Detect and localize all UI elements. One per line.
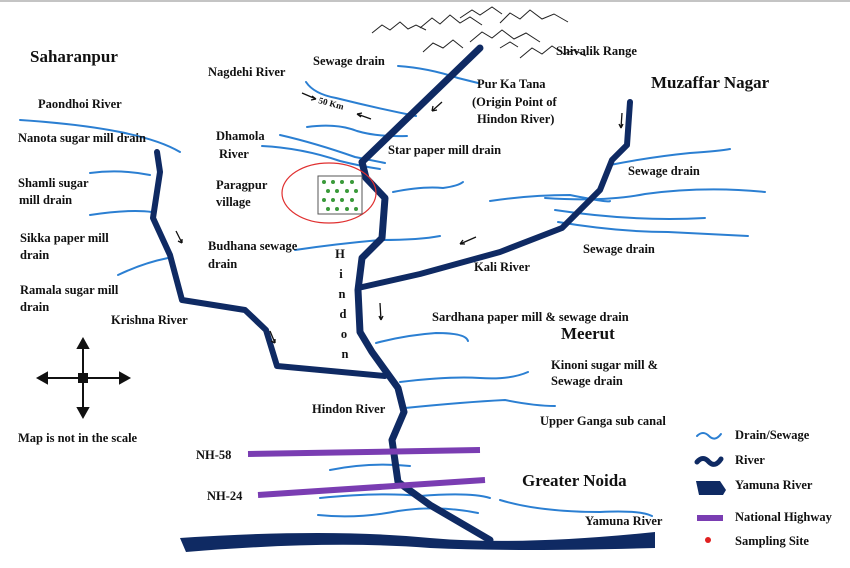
nh58-highway [247, 447, 481, 457]
label-shivalik: Shivalik Range [556, 44, 637, 58]
label-yamuna: Yamuna River [585, 514, 663, 528]
label-kinoni-2: Sewage drain [551, 374, 623, 388]
label-kinoni: Kinoni sugar mill & [551, 358, 658, 372]
flow-arrow-icons [175, 92, 624, 344]
nh24-highway [257, 477, 486, 498]
legend-label: Sampling Site [735, 534, 809, 548]
highway-bar-icon [697, 515, 723, 521]
svg-text:n: n [342, 347, 349, 361]
region-meerut: Meerut [561, 324, 615, 343]
kali-river [355, 99, 633, 291]
legend: Drain/Sewage River Yamuna River National… [694, 428, 833, 548]
scale-note: Map is not in the scale [18, 431, 138, 445]
label-dhamola: Dhamola [216, 129, 265, 143]
label-sikka: Sikka paper mill [20, 231, 109, 245]
label-nanota: Nanota sugar mill drain [18, 131, 146, 145]
rivers [150, 44, 655, 552]
label-shamli-2: mill drain [19, 193, 72, 207]
label-nagdehi: Nagdehi River [208, 65, 286, 79]
label-pur-ka-tana-2: (Origin Point of [472, 95, 558, 109]
region-muzaffar-nagar: Muzaffar Nagar [651, 73, 770, 92]
label-shamli: Shamli sugar [18, 176, 89, 190]
label-budhana-2: drain [208, 257, 237, 271]
svg-text:n: n [339, 287, 346, 301]
label-kali-river: Kali River [474, 260, 530, 274]
label-nh24: NH-24 [207, 489, 243, 503]
label-sewage-drain-mz: Sewage drain [628, 164, 700, 178]
svg-text:o: o [341, 327, 347, 341]
label-hindon-river: Hindon River [312, 402, 386, 416]
region-greater-noida: Greater Noida [522, 471, 627, 490]
legend-label: Drain/Sewage [735, 428, 810, 442]
label-hindon-vertical: H i n d o n [335, 247, 348, 361]
label-paragpur-2: village [216, 195, 251, 209]
svg-text:d: d [340, 307, 347, 321]
village-field-icon [317, 175, 363, 215]
crop-icons [322, 180, 358, 211]
label-sardhana: Sardhana paper mill & sewage drain [432, 310, 629, 324]
legend-label: National Highway [735, 510, 833, 524]
yamuna-shape-icon [696, 481, 726, 495]
label-nh58: NH-58 [196, 448, 231, 462]
legend-label: Yamuna River [735, 478, 813, 492]
label-pur-ka-tana: Pur Ka Tana [477, 77, 546, 91]
label-sikka-2: drain [20, 248, 49, 262]
svg-text:i: i [339, 267, 343, 281]
river-wave-icon [694, 456, 724, 467]
label-ramala: Ramala sugar mill [20, 283, 119, 297]
label-dhamola-2: River [219, 147, 249, 161]
label-sewage-drain-kali: Sewage drain [583, 242, 655, 256]
label-paragpur: Paragpur [216, 178, 268, 192]
drains [19, 65, 766, 518]
label-krishna: Krishna River [111, 313, 188, 327]
label-star-paper: Star paper mill drain [388, 143, 501, 157]
drain-wave-icon [696, 432, 722, 440]
label-upper-ganga: Upper Ganga sub canal [540, 414, 666, 428]
paragpur-village-circle [281, 162, 377, 224]
region-saharanpur: Saharanpur [30, 47, 118, 66]
krishna-river [150, 149, 388, 379]
legend-label: River [735, 453, 765, 467]
mountain-range-icon [371, 6, 587, 59]
label-budhana: Budhana sewage [208, 239, 298, 253]
label-pur-ka-tana-3: Hindon River) [477, 112, 554, 126]
label-sewage-drain-top: Sewage drain [313, 54, 385, 68]
svg-text:H: H [335, 247, 345, 261]
yamuna-river [180, 532, 655, 552]
compass-icon [35, 336, 132, 420]
sampling-dot-icon [705, 537, 711, 543]
hindon-river [354, 44, 494, 544]
label-paondhoi: Paondhoi River [38, 97, 122, 111]
label-ramala-2: drain [20, 300, 49, 314]
